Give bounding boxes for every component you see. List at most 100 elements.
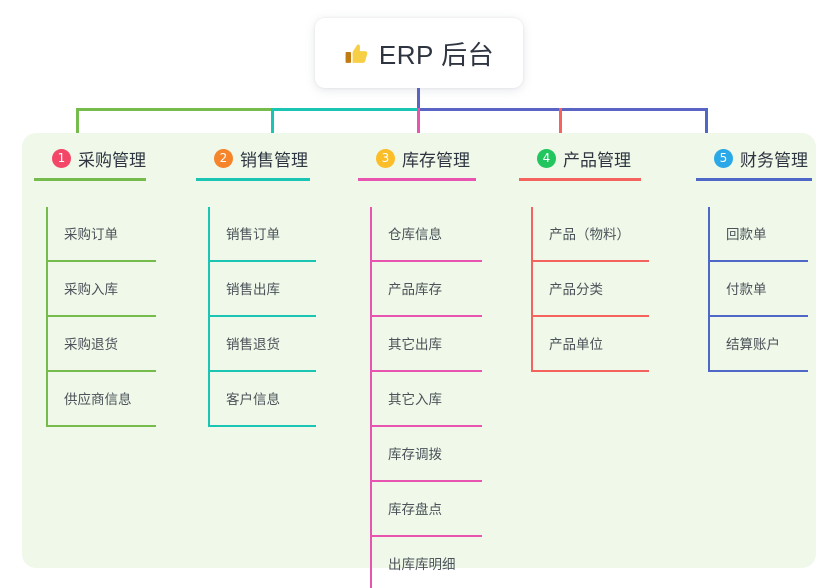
branch-item-underline	[208, 425, 316, 427]
branch-item-underline	[370, 480, 482, 482]
branch-item-label: 供应商信息	[64, 392, 132, 407]
branch-item-label: 出库库明细	[388, 557, 456, 572]
branch-item[interactable]: 采购入库	[34, 262, 156, 317]
thumbs-up-icon	[344, 41, 369, 66]
connector-bar-blue	[417, 108, 707, 111]
branch-item[interactable]: 采购订单	[34, 207, 156, 262]
branch-item-underline	[708, 260, 808, 262]
branch-header-label: 产品管理	[563, 150, 631, 170]
branch-header-5[interactable]: 5 财务管理	[696, 145, 812, 181]
branch-item-label: 产品单位	[549, 337, 603, 352]
branch-item[interactable]: 产品分类	[519, 262, 649, 317]
branch-item-label: 销售订单	[226, 227, 280, 242]
connector-drop-col-2	[271, 108, 274, 144]
connector-bar-teal	[271, 108, 420, 111]
branch-item-label: 产品分类	[549, 282, 603, 297]
branch-item[interactable]: 销售出库	[196, 262, 316, 317]
branch-item[interactable]: 采购退货	[34, 317, 156, 372]
branch-header-underline	[196, 178, 310, 181]
branch-item-label: 采购入库	[64, 282, 118, 297]
branch-column-3: 3 库存管理仓库信息产品库存其它出库其它入库库存调拨库存盘点出库库明细	[358, 145, 482, 588]
branch-header-3[interactable]: 3 库存管理	[358, 145, 476, 181]
branch-number-badge: 4	[537, 148, 556, 168]
branch-item-list: 产品（物料） 产品分类产品单位	[519, 207, 649, 372]
branch-header-underline	[34, 178, 146, 181]
branch-item-label: 销售退货	[226, 337, 280, 352]
branch-header-label: 采购管理	[78, 150, 146, 170]
branch-item-label: 付款单	[726, 282, 767, 297]
branch-item-underline	[531, 370, 649, 372]
branch-item-label: 客户信息	[226, 392, 280, 407]
branch-header-4[interactable]: 4 产品管理	[519, 145, 641, 181]
branch-header-label: 库存管理	[402, 150, 470, 170]
connector-bar-green	[76, 108, 273, 111]
branch-item[interactable]: 销售订单	[196, 207, 316, 262]
branch-item-underline	[208, 315, 316, 317]
branch-item[interactable]: 付款单	[696, 262, 808, 317]
branch-trunk-line	[46, 207, 48, 427]
branch-number-badge: 2	[214, 148, 233, 168]
branch-column-1: 1 采购管理采购订单采购入库采购退货供应商信息	[34, 145, 156, 427]
branch-trunk-line	[531, 207, 533, 372]
branch-item[interactable]: 回款单	[696, 207, 808, 262]
branch-item-underline	[370, 315, 482, 317]
connector-drop-col-3	[417, 108, 420, 144]
connector-drop-col-5	[705, 108, 708, 144]
branch-item[interactable]: 库存调拨	[358, 427, 482, 482]
branch-item-underline	[208, 370, 316, 372]
branch-item-underline	[46, 370, 156, 372]
branch-item[interactable]: 产品单位	[519, 317, 649, 372]
branch-header-underline	[696, 178, 812, 181]
branch-item-underline	[531, 315, 649, 317]
branch-item-list: 回款单付款单结算账户	[696, 207, 808, 372]
branch-item-label: 产品（物料）	[549, 227, 630, 242]
branch-item-underline	[370, 535, 482, 537]
branch-item-label: 采购订单	[64, 227, 118, 242]
branch-item[interactable]: 供应商信息	[34, 372, 156, 427]
branch-item-underline	[46, 425, 156, 427]
branch-number-badge: 1	[52, 148, 71, 168]
connector-root-stem	[417, 88, 420, 110]
branch-item-underline	[708, 370, 808, 372]
branch-item[interactable]: 其它入库	[358, 372, 482, 427]
branch-number-badge: 5	[714, 148, 733, 168]
branch-header-underline	[519, 178, 641, 181]
branch-item[interactable]: 仓库信息	[358, 207, 482, 262]
branch-trunk-line	[208, 207, 210, 427]
connector-drop-col-4	[559, 108, 562, 144]
branch-item[interactable]: 出库库明细	[358, 537, 470, 588]
branch-item-label: 仓库信息	[388, 227, 442, 242]
branch-item-list: 采购订单采购入库采购退货供应商信息	[34, 207, 156, 427]
branch-item-label: 销售出库	[226, 282, 280, 297]
branch-item[interactable]: 销售退货	[196, 317, 316, 372]
branch-item[interactable]: 其它出库	[358, 317, 482, 372]
branch-header-2[interactable]: 2 销售管理	[196, 145, 310, 181]
branch-column-2: 2 销售管理销售订单销售出库销售退货客户信息	[196, 145, 316, 427]
branch-item-underline	[208, 260, 316, 262]
branch-item-list: 销售订单销售出库销售退货客户信息	[196, 207, 316, 427]
branch-item-label: 回款单	[726, 227, 767, 242]
branch-item[interactable]: 客户信息	[196, 372, 316, 427]
branch-column-5: 5 财务管理回款单付款单结算账户	[696, 145, 812, 372]
branch-item[interactable]: 产品库存	[358, 262, 482, 317]
root-node-erp-backend[interactable]: ERP 后台	[315, 18, 523, 88]
branch-item-underline	[46, 315, 156, 317]
branch-item-label: 其它出库	[388, 337, 442, 352]
branch-item-underline	[708, 315, 808, 317]
branch-header-1[interactable]: 1 采购管理	[34, 145, 146, 181]
branch-header-label: 财务管理	[740, 150, 808, 170]
branch-item-label: 产品库存	[388, 282, 442, 297]
branch-item-underline	[370, 370, 482, 372]
branches-panel	[22, 133, 816, 568]
branch-number-badge: 3	[376, 148, 395, 168]
branch-header-label: 销售管理	[240, 150, 308, 170]
branch-item[interactable]: 产品（物料）	[519, 207, 649, 262]
branch-item[interactable]: 库存盘点	[358, 482, 482, 537]
branch-item[interactable]: 结算账户	[696, 317, 808, 372]
branch-item-underline	[531, 260, 649, 262]
branch-item-label: 结算账户	[726, 337, 780, 352]
branch-item-underline	[370, 260, 482, 262]
branch-header-underline	[358, 178, 476, 181]
branch-item-label: 库存调拨	[388, 447, 442, 462]
